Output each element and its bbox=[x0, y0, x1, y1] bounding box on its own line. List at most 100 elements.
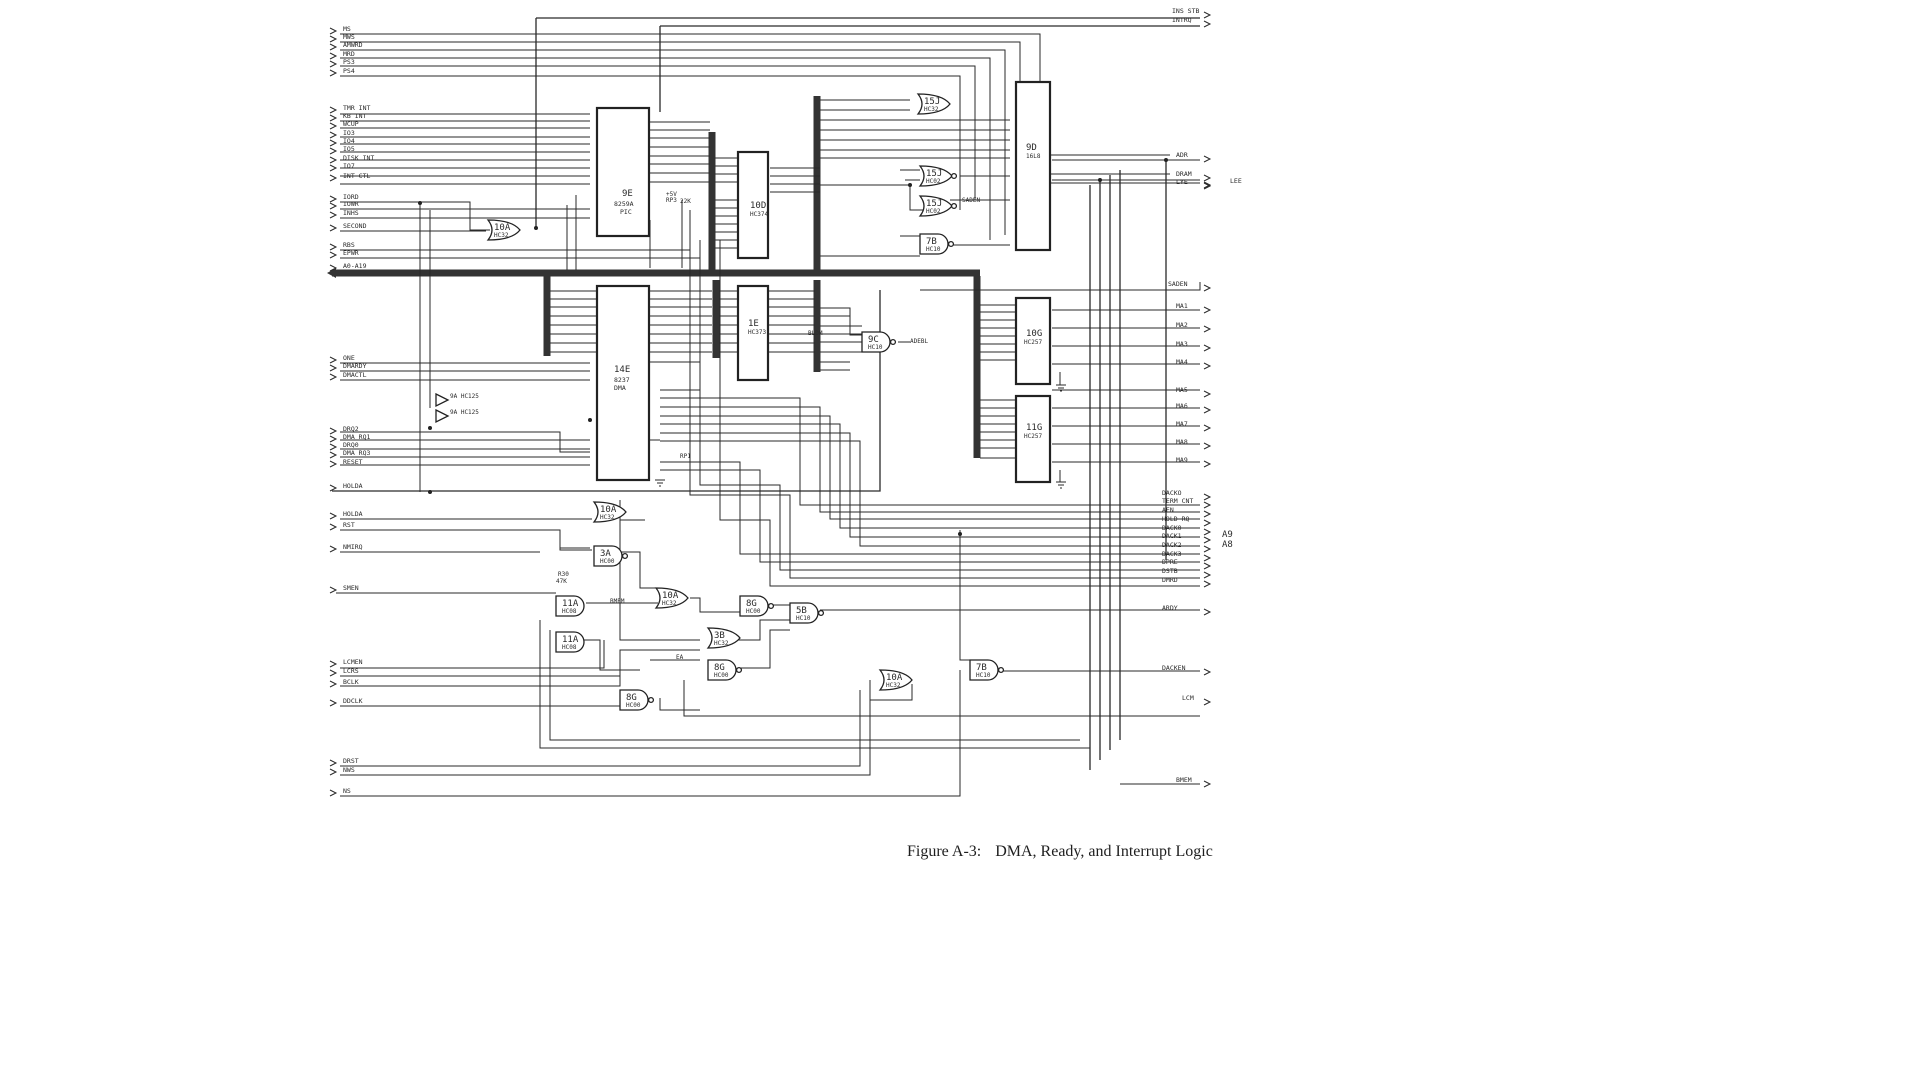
right-signal-label: DACKO bbox=[1162, 489, 1182, 497]
junction-dots bbox=[418, 158, 1168, 536]
left-signal-label: IORD bbox=[343, 193, 359, 201]
bus-arrow-icon bbox=[327, 268, 336, 278]
right-signal-label: INS STB bbox=[1172, 7, 1199, 15]
gate-part: HC00 bbox=[746, 608, 761, 615]
gate-body-icon bbox=[918, 165, 953, 187]
output-arrow-icon bbox=[1203, 174, 1212, 182]
left-signal-label: KB INT bbox=[343, 112, 367, 120]
output-arrow-icon bbox=[1203, 528, 1212, 536]
input-arrow-icon bbox=[329, 156, 338, 164]
input-arrow-icon bbox=[329, 251, 338, 259]
pal-part: 16L8 bbox=[1026, 153, 1041, 160]
left-signal-label: WCUP bbox=[343, 120, 359, 128]
left-signal-label: RST bbox=[343, 521, 355, 529]
pic-sub: PIC bbox=[620, 208, 632, 216]
latch-bottom-chip: 1E HC373 bbox=[736, 284, 770, 382]
mux-b-part: HC257 bbox=[1024, 433, 1042, 440]
left-signal-label: A0-A19 bbox=[343, 262, 367, 270]
output-arrow-icon bbox=[1203, 424, 1212, 432]
gate-part: HC32 bbox=[886, 682, 901, 689]
output-arrow-icon bbox=[1203, 545, 1212, 553]
left-signal-label: NMIRQ bbox=[343, 543, 363, 551]
right-signal-label: MA7 bbox=[1176, 420, 1188, 428]
gate-ref: 15J bbox=[924, 97, 940, 107]
output-arrow-icon bbox=[1203, 182, 1212, 190]
left-signal-label: LCMEN bbox=[343, 658, 363, 666]
inversion-bubble-icon bbox=[817, 609, 825, 617]
annotation-label: +5V bbox=[666, 191, 677, 198]
figure-title: DMA, Ready, and Interrupt Logic bbox=[995, 843, 1213, 860]
input-arrow-icon bbox=[329, 224, 338, 232]
left-signal-label: DISK INT bbox=[343, 154, 374, 162]
gate-body-icon bbox=[918, 195, 953, 217]
latch-top-chip: 10D HC374 bbox=[736, 150, 770, 260]
latch-bottom-part: HC373 bbox=[748, 329, 766, 336]
interrupt-input-wires bbox=[340, 113, 700, 259]
left-signal-label: AMWRD bbox=[343, 41, 363, 49]
right-signal-label: DACKEN bbox=[1162, 664, 1186, 672]
annotation-label: A9 bbox=[1222, 530, 1233, 540]
output-arrow-icon bbox=[1203, 608, 1212, 616]
annotation-label: ADEBL bbox=[910, 338, 928, 345]
annotation-label: BMEM bbox=[610, 598, 625, 605]
output-arrow-icon bbox=[1203, 325, 1212, 333]
inversion-bubble-icon bbox=[997, 666, 1005, 674]
gate-body-icon bbox=[919, 233, 949, 255]
input-arrow-icon bbox=[329, 202, 338, 210]
input-arrow-icon bbox=[329, 484, 338, 492]
right-signal-label: MA9 bbox=[1176, 456, 1188, 464]
left-signal-label: DDCLK bbox=[343, 697, 363, 705]
output-arrow-icon bbox=[1203, 460, 1212, 468]
output-arrow-icon bbox=[1203, 11, 1212, 19]
mux-b-ref: 11G bbox=[1026, 423, 1042, 433]
input-arrow-icon bbox=[329, 43, 338, 51]
input-arrow-icon bbox=[329, 211, 338, 219]
input-arrow-icon bbox=[329, 586, 338, 594]
input-arrow-icon bbox=[329, 523, 338, 531]
output-arrow-icon bbox=[1203, 344, 1212, 352]
input-arrow-icon bbox=[329, 60, 338, 68]
input-arrow-icon bbox=[329, 174, 338, 182]
gate-ref: 10A bbox=[600, 505, 617, 515]
input-arrow-icon bbox=[329, 660, 338, 668]
gate-ref: 9A HC125 bbox=[450, 393, 479, 400]
input-arrow-icon bbox=[329, 373, 338, 381]
logic-gate: 9A HC125 bbox=[435, 408, 479, 424]
left-signal-label: HOLDA bbox=[343, 510, 363, 518]
gate-part: HC02 bbox=[926, 208, 941, 215]
input-arrow-icon bbox=[329, 35, 338, 43]
output-arrow-icon bbox=[1203, 562, 1212, 570]
gate-ref: 3B bbox=[714, 631, 725, 641]
gate-part: HC10 bbox=[926, 246, 941, 253]
gate-ref: 15J bbox=[926, 199, 942, 209]
output-arrow-icon bbox=[1203, 554, 1212, 562]
input-arrow-icon bbox=[329, 264, 338, 272]
gate-body-icon bbox=[435, 392, 450, 408]
inversion-bubble-icon bbox=[889, 338, 897, 346]
annotation-label: R30 bbox=[558, 571, 569, 578]
annotation-label: 47K bbox=[556, 578, 567, 585]
right-signal-label: MA6 bbox=[1176, 402, 1188, 410]
input-arrow-icon bbox=[329, 427, 338, 435]
left-signal-label: PS4 bbox=[343, 67, 355, 75]
annotation-label: EA bbox=[676, 654, 684, 661]
pic-ref: 9E bbox=[622, 189, 633, 199]
mux-a-chip: 10G HC257 bbox=[1014, 296, 1052, 386]
pal-ref: 9D bbox=[1026, 143, 1037, 153]
schematic-diagram: 9E 8259A PIC 14E 8237 DMA 10D HC374 1E H… bbox=[327, 7, 1242, 797]
left-signal-label: DRQ2 bbox=[343, 425, 359, 433]
input-arrow-icon bbox=[329, 69, 338, 77]
right-signal-label: MA4 bbox=[1176, 358, 1188, 366]
left-signal-label: IO5 bbox=[343, 145, 355, 153]
gate-ref: 7B bbox=[926, 237, 937, 247]
